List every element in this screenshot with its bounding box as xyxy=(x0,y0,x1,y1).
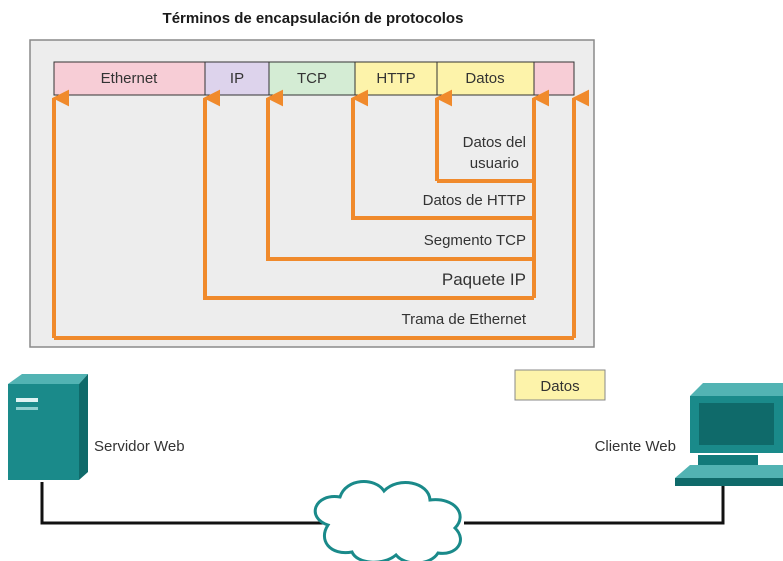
label-user-data-line2: usuario xyxy=(470,155,519,172)
segment-trailer xyxy=(533,61,575,96)
arrow-http-data xyxy=(351,89,534,220)
data-badge-label: Datos xyxy=(540,378,579,395)
server-label: Servidor Web xyxy=(94,438,185,455)
segment-label-ip: IP xyxy=(230,70,244,87)
link-client-side xyxy=(464,484,725,525)
segment-ip xyxy=(204,61,270,96)
server-icon xyxy=(8,374,88,480)
arrow-tcp-segment xyxy=(266,89,534,261)
cloud-icon xyxy=(313,479,462,561)
link-server-side xyxy=(40,482,330,525)
segment-http xyxy=(354,61,438,96)
segment-label-ethernet: Ethernet xyxy=(101,70,159,87)
segment-label-tcp: TCP xyxy=(297,70,327,87)
network-link xyxy=(40,482,725,525)
encapsulation-arrows xyxy=(52,89,590,340)
segment-label-http: HTTP xyxy=(376,70,415,87)
arrow-ip-packet xyxy=(203,89,534,300)
segment-data xyxy=(436,61,535,96)
segment-ethernet xyxy=(53,61,206,96)
frame-header-bar: Ethernet IP TCP HTTP Datos xyxy=(53,61,575,96)
label-ip-packet: Paquete IP xyxy=(442,270,526,289)
label-http-data: Datos de HTTP xyxy=(423,192,526,209)
segment-label-data: Datos xyxy=(465,70,504,87)
diagram-title: Términos de encapsulación de protocolos xyxy=(163,10,464,27)
label-user-data-line1: Datos del xyxy=(463,134,526,151)
client-computer-icon xyxy=(675,383,783,486)
client-label: Cliente Web xyxy=(595,438,676,455)
label-tcp-segment: Segmento TCP xyxy=(424,232,526,249)
label-ethernet-frame: Trama de Ethernet xyxy=(401,311,526,328)
data-badge xyxy=(514,369,606,401)
